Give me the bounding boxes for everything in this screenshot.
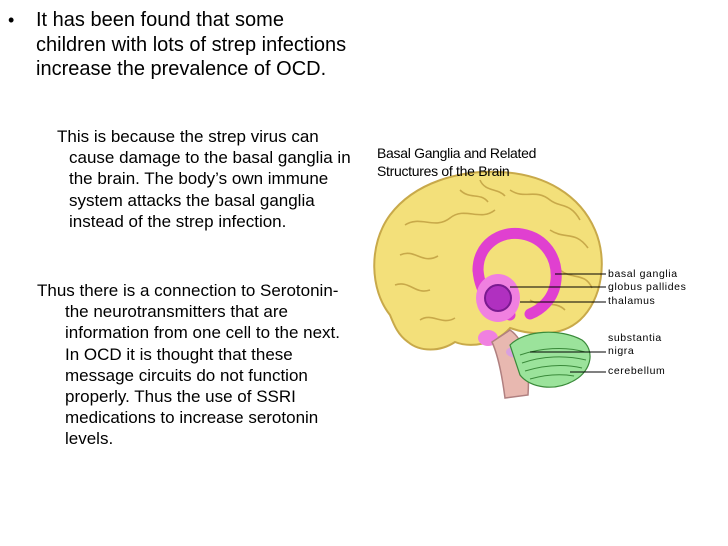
label-nigra: nigra (608, 345, 635, 357)
bullet-point: • It has been found that some children w… (8, 8, 348, 82)
paragraph-strep-damage: This is because the strep virus can caus… (57, 127, 351, 231)
figure-title: Basal Ganglia and Related Structures of … (377, 144, 536, 180)
label-cerebellum: cerebellum (608, 365, 666, 377)
cerebellum-shape (509, 331, 591, 388)
figure-title-line-1: Basal Ganglia and Related (377, 145, 537, 161)
paragraph-serotonin: Thus there is a connection to Serotonin-… (37, 281, 340, 449)
bullet-text: It has been found that some children wit… (36, 9, 347, 80)
label-globus-pallides: globus pallides (608, 281, 687, 293)
globus-pallides-shape (484, 284, 512, 312)
cerebellum-folia (519, 347, 587, 380)
label-basal-ganglia: basal ganglia (608, 268, 678, 280)
cerebrum-shape (373, 170, 603, 351)
basal-ganglia-shape (472, 227, 562, 320)
figure-title-line-2: Structures of the Brain (377, 163, 510, 179)
label-substantia: substantia (608, 332, 662, 344)
brain-diagram: Basal Ganglia and Related Structures of … (360, 130, 728, 430)
label-thalamus: thalamus (608, 295, 656, 307)
bullet-dot-icon: • (8, 10, 15, 30)
leader-lines (510, 273, 606, 373)
brain-illustration (373, 170, 606, 399)
